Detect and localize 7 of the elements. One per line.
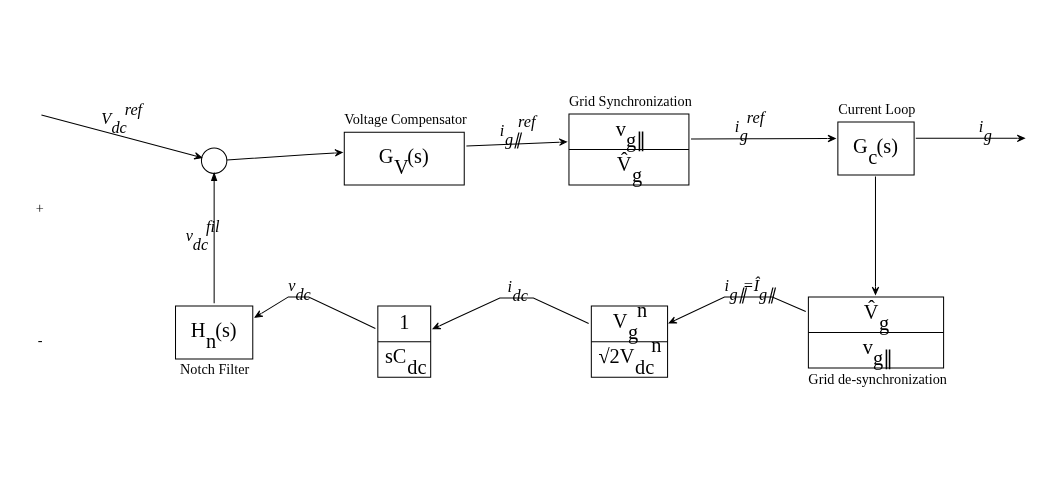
node-label: Voltage Compensator xyxy=(344,110,467,127)
label: - xyxy=(37,331,43,348)
node-label: Grid de-synchronization xyxy=(808,370,947,387)
label: + xyxy=(35,199,44,216)
node-label: Current Loop xyxy=(838,100,916,117)
node-label: Notch Filter xyxy=(180,360,250,377)
node-label: Grid Synchronization xyxy=(568,92,692,109)
